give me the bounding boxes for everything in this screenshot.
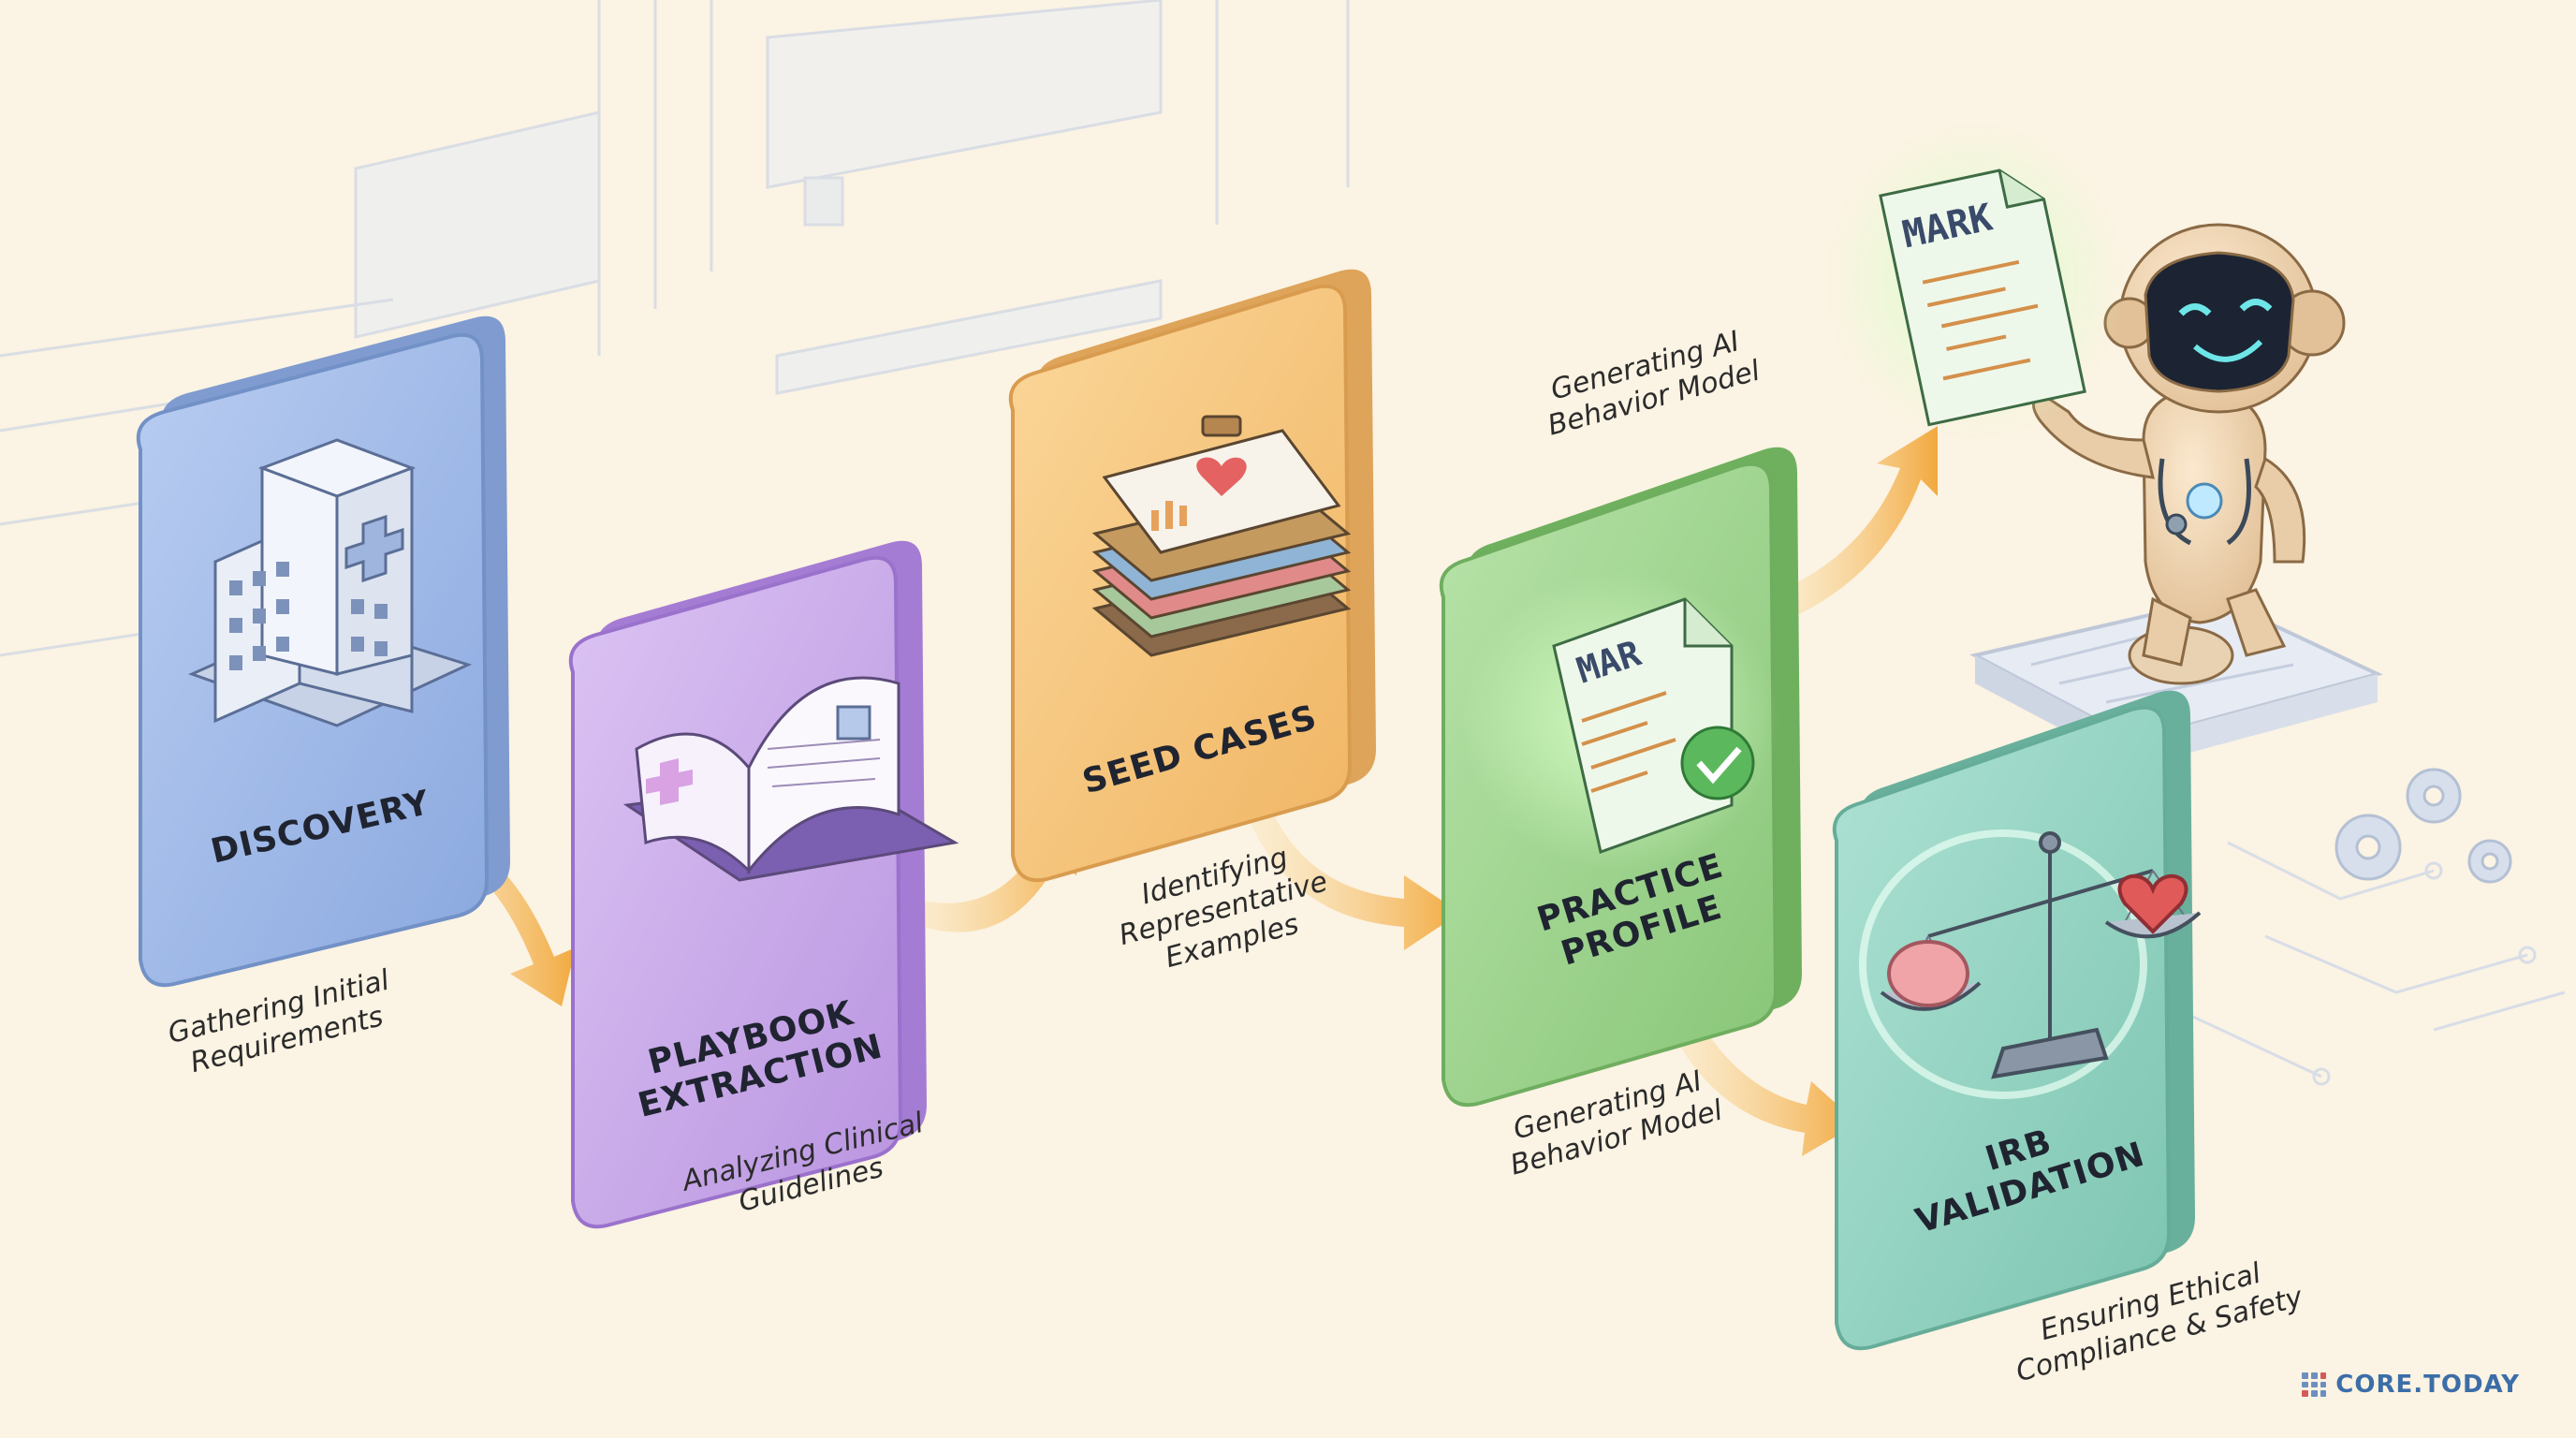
step-card-discovery: DISCOVERY [136,315,510,988]
open-book-icon [622,676,959,882]
step-caption-seed: IdentifyingRepresentativeExamples [1107,832,1340,985]
arrow-practice-to-irb [1652,974,1858,1156]
step-card-playbook-extraction: PLAYBOOKEXTRACTION [568,540,959,1229]
gear-icon [2334,768,2512,884]
brand-logo: CORE.TODAY [2302,1371,2520,1399]
hospital-icon [187,438,473,727]
robot-icon [2032,223,2346,685]
clipboard-stack-icon [1091,415,1352,657]
step-caption-discovery: Gathering InitialRequirements [165,963,402,1083]
arrow-seed-to-practice [1236,777,1460,950]
document-check-icon: MAR [1552,597,1755,854]
brand-name: CORE.TODAY [2335,1371,2520,1399]
step-card-seed-cases: SEED CASES [1008,269,1376,883]
top-caption: Generating AIBehavior Model [1536,322,1764,443]
scales-icon [1880,831,2202,1079]
robot-document-icon: MARK [1825,122,2125,440]
step-card-practice-profile: MAR PRACTICEPROFILE [1439,447,1802,1108]
circuit-lines [2180,841,2566,1086]
step-card-irb-validation: IRBVALIDATION [1832,690,2202,1351]
brand-logo-icon [2302,1372,2327,1397]
